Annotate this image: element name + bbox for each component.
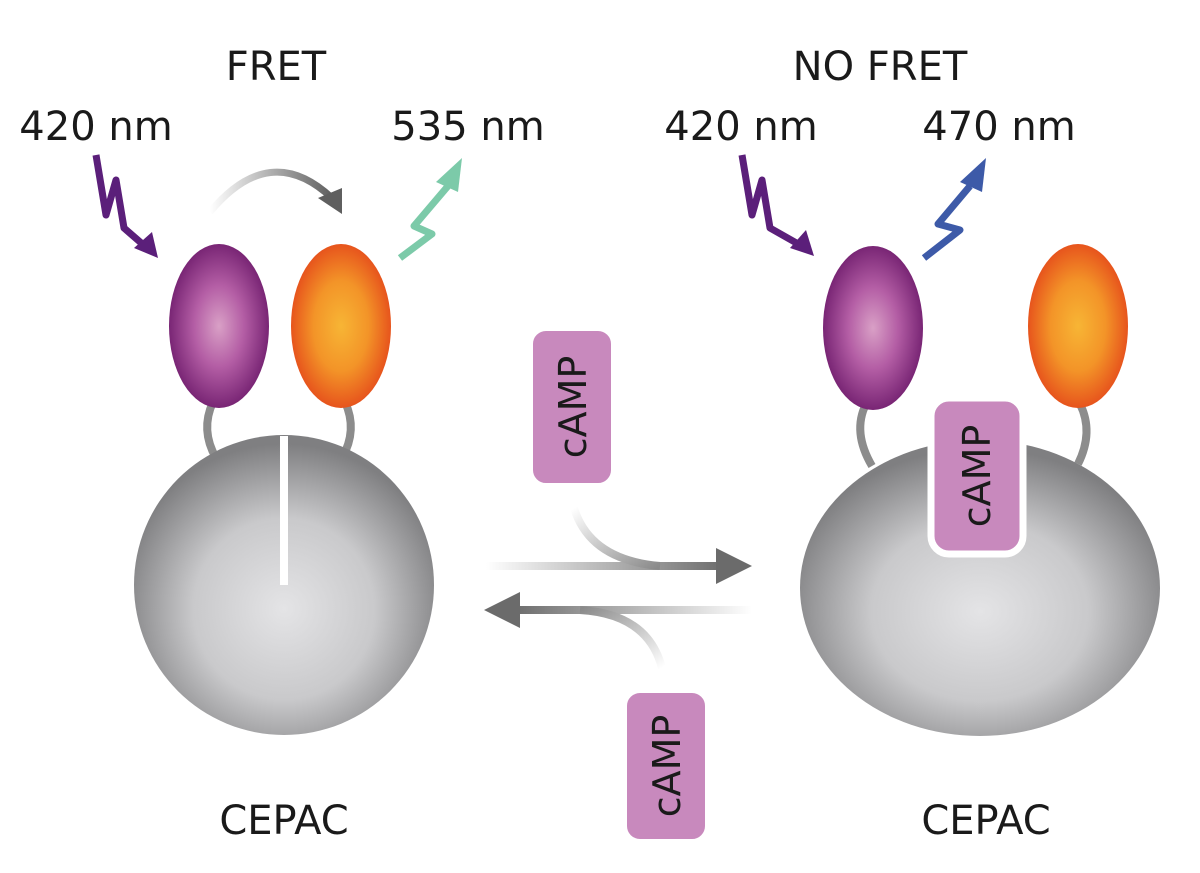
forward-arrow-shaft: [486, 562, 726, 570]
left-donor-linker: [203, 400, 220, 460]
right-excitation-label: 420 nm: [664, 104, 817, 150]
fret-title: FRET: [226, 44, 327, 90]
reverse-arrow-shaft: [512, 606, 752, 614]
released-camp: cAMP: [621, 687, 711, 845]
incoming-camp: cAMP: [527, 325, 617, 489]
bound-camp-label: cAMP: [955, 425, 999, 528]
right-excitation-arrowhead: [790, 230, 814, 256]
left-state-fret: FRET 420 nm 535 nm CEPAC: [19, 44, 544, 844]
released-camp-label: cAMP: [645, 715, 689, 818]
left-protein-label: CEPAC: [219, 798, 348, 844]
left-excitation-arrowhead: [134, 232, 158, 258]
left-donor-fluorophore: [169, 244, 269, 408]
bound-camp-box: [927, 394, 1027, 558]
incoming-camp-box: [527, 325, 617, 489]
no-fret-title: NO FRET: [793, 44, 968, 90]
cfp-emission-arrow: [921, 183, 973, 261]
left-excitation-label: 420 nm: [19, 104, 172, 150]
energy-transfer-arrow: [207, 168, 335, 215]
right-donor-linker: [856, 402, 876, 469]
energy-transfer-arrowhead: [318, 188, 342, 214]
released-camp-box: [621, 687, 711, 845]
right-donor-fluorophore: [823, 246, 923, 410]
cfp-emission-arrowhead: [960, 158, 986, 192]
fret-emission-arrowhead: [436, 158, 462, 192]
fret-emission-arrow: [397, 183, 451, 261]
ligand-release-curve: [579, 606, 666, 670]
left-excitation-arrow: [92, 154, 150, 251]
bound-camp: cAMP: [927, 394, 1027, 558]
right-state-no-fret: NO FRET 420 nm 470 nm cAMP CEPAC: [664, 44, 1160, 844]
left-emission-label: 535 nm: [391, 104, 544, 150]
right-cepac-sphere: [800, 440, 1160, 736]
right-acceptor-linker: [1074, 402, 1091, 466]
left-acceptor-fluorophore: [291, 244, 391, 408]
ligand-binding-curve: [570, 506, 661, 570]
incoming-camp-label: cAMP: [551, 356, 595, 459]
right-excitation-arrow: [738, 154, 802, 249]
equilibrium-arrows: cAMP cAMP: [484, 325, 752, 845]
reverse-arrowhead: [484, 592, 520, 628]
right-emission-label: 470 nm: [922, 104, 1075, 150]
right-acceptor-fluorophore: [1028, 244, 1128, 408]
right-protein-label: CEPAC: [921, 798, 1050, 844]
forward-arrowhead: [716, 548, 752, 584]
